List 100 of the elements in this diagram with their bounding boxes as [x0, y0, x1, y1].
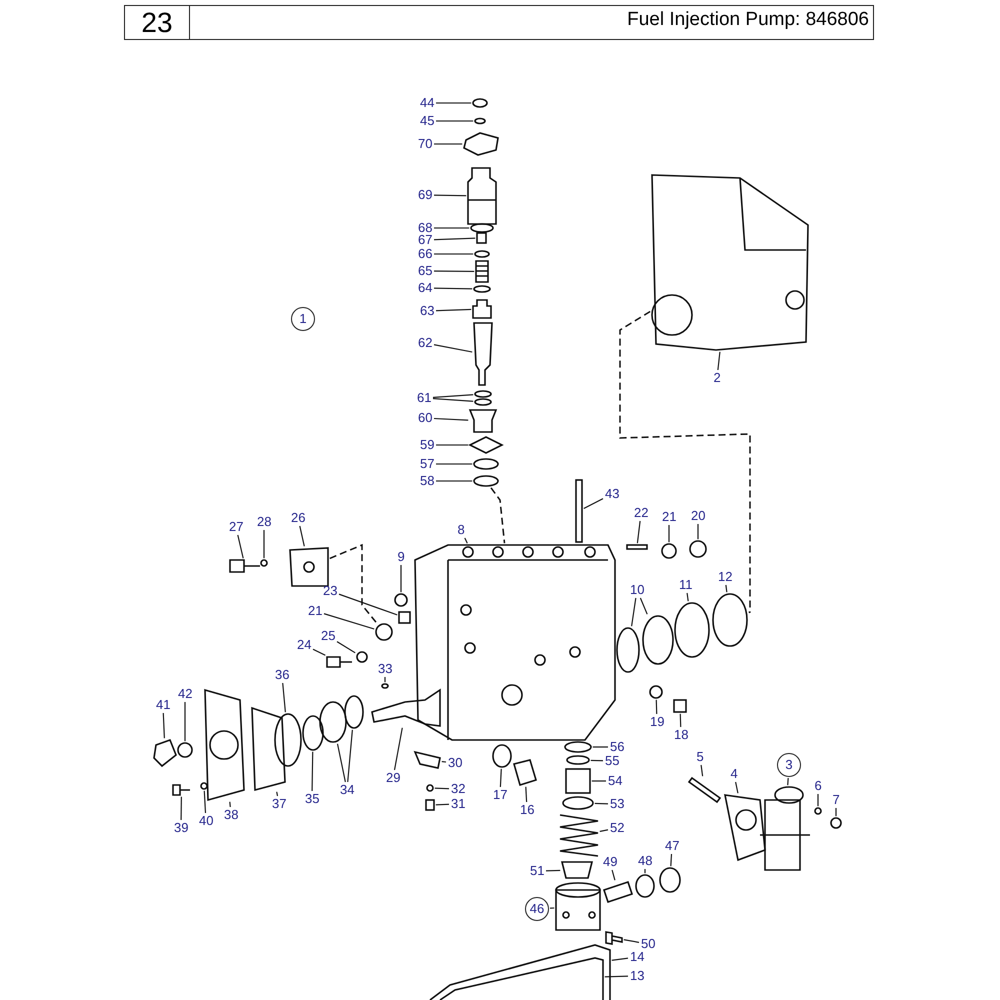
governor-housing-drawing — [651, 174, 809, 351]
callout-number: 31 — [450, 797, 466, 811]
leader-line — [237, 534, 244, 558]
alignment-line — [330, 544, 377, 623]
callout-number: 21 — [661, 510, 678, 524]
callout-number: 40 — [198, 814, 214, 828]
leader-line — [436, 444, 468, 446]
end-cover — [204, 688, 245, 802]
callout-number: 37 — [271, 797, 288, 811]
page-number: 23 — [125, 6, 190, 39]
control-sleeve — [565, 768, 591, 794]
bolt — [326, 656, 353, 668]
callout-number: 9 — [396, 550, 406, 564]
bearing-nut — [616, 627, 640, 673]
feed-pump-drawing — [759, 786, 811, 871]
leader-line — [324, 613, 374, 630]
leader-line — [464, 538, 468, 544]
callout-number: 24 — [296, 638, 312, 652]
leader-line — [434, 418, 468, 421]
bearing-ring — [319, 701, 347, 743]
leader-line — [835, 808, 837, 816]
callout-number: 55 — [604, 754, 620, 768]
plug — [673, 699, 687, 713]
leader-line — [299, 526, 305, 546]
leader-line — [787, 778, 789, 786]
roller-pin — [602, 880, 634, 904]
bushing — [635, 874, 655, 898]
callout-number: 14 — [629, 950, 646, 964]
leader-line — [670, 854, 672, 866]
leader-line — [394, 728, 403, 770]
circled-callout-number: 3 — [777, 753, 801, 777]
page-title: Fuel Injection Pump: 846806 — [627, 9, 869, 31]
callout-number: 16 — [519, 803, 536, 817]
leader-line — [590, 760, 604, 762]
callout-number: 30 — [447, 756, 464, 770]
leader-line — [725, 584, 728, 592]
leader-line — [436, 463, 472, 465]
leader-line — [436, 120, 474, 122]
washer — [200, 782, 208, 790]
callout-number: 43 — [604, 487, 620, 501]
plunger-arm — [560, 861, 594, 879]
leader-line — [600, 829, 608, 832]
shaft-seal — [674, 602, 710, 658]
leader-line — [604, 976, 628, 978]
pump-housing-drawing — [414, 544, 616, 741]
washer — [426, 784, 434, 792]
o-ring — [474, 390, 492, 398]
leader-line — [434, 238, 476, 240]
washer — [474, 250, 490, 258]
leader-line — [686, 592, 689, 602]
callout-number: 11 — [678, 578, 694, 592]
roller-tappet — [555, 882, 601, 931]
leader-line — [550, 907, 554, 909]
callout-number: 25 — [320, 629, 336, 643]
bolt — [229, 559, 261, 573]
alignment-line — [619, 310, 751, 613]
callout-number: 62 — [417, 336, 434, 350]
washer — [474, 118, 486, 124]
leader-line — [612, 958, 628, 961]
o-ring — [474, 398, 492, 406]
delivery-valve — [472, 299, 492, 319]
callout-number: 64 — [417, 281, 434, 295]
washer — [473, 285, 491, 293]
callout-number: 51 — [529, 864, 546, 878]
leader-line — [434, 344, 472, 353]
gasket — [251, 706, 286, 792]
callout-number: 63 — [419, 304, 436, 318]
callout-number: 42 — [177, 687, 194, 701]
leader-line — [436, 102, 472, 104]
spring-seat — [562, 796, 594, 810]
seal-ring — [473, 475, 499, 487]
leader-line — [636, 520, 641, 544]
callout-number: 50 — [640, 937, 656, 951]
leader-line — [717, 352, 720, 370]
leader-line — [432, 398, 474, 402]
callout-number: 12 — [717, 570, 734, 584]
flange-plate — [468, 436, 504, 454]
leader-line — [584, 498, 604, 509]
leader-line — [384, 677, 386, 682]
leader-line — [184, 702, 186, 742]
leader-line — [312, 752, 314, 791]
callout-number: 26 — [290, 511, 306, 525]
callout-number: 17 — [492, 788, 508, 802]
callout-number: 35 — [304, 792, 320, 806]
leader-line — [180, 796, 182, 820]
callout-number: 59 — [419, 438, 436, 452]
callout-number: 69 — [417, 188, 434, 202]
leader-line — [592, 746, 608, 748]
callout-number: 53 — [609, 797, 626, 811]
callout-number: 10 — [629, 583, 646, 597]
pump-element — [473, 322, 493, 386]
seal-ring — [712, 593, 748, 647]
callout-number: 39 — [173, 821, 190, 835]
pin — [626, 544, 648, 550]
washer — [814, 807, 822, 815]
plug — [398, 611, 411, 624]
leader-line — [434, 227, 470, 229]
shaft-seal — [302, 715, 324, 751]
callout-number: 48 — [637, 854, 654, 868]
callout-number: 19 — [649, 715, 666, 729]
